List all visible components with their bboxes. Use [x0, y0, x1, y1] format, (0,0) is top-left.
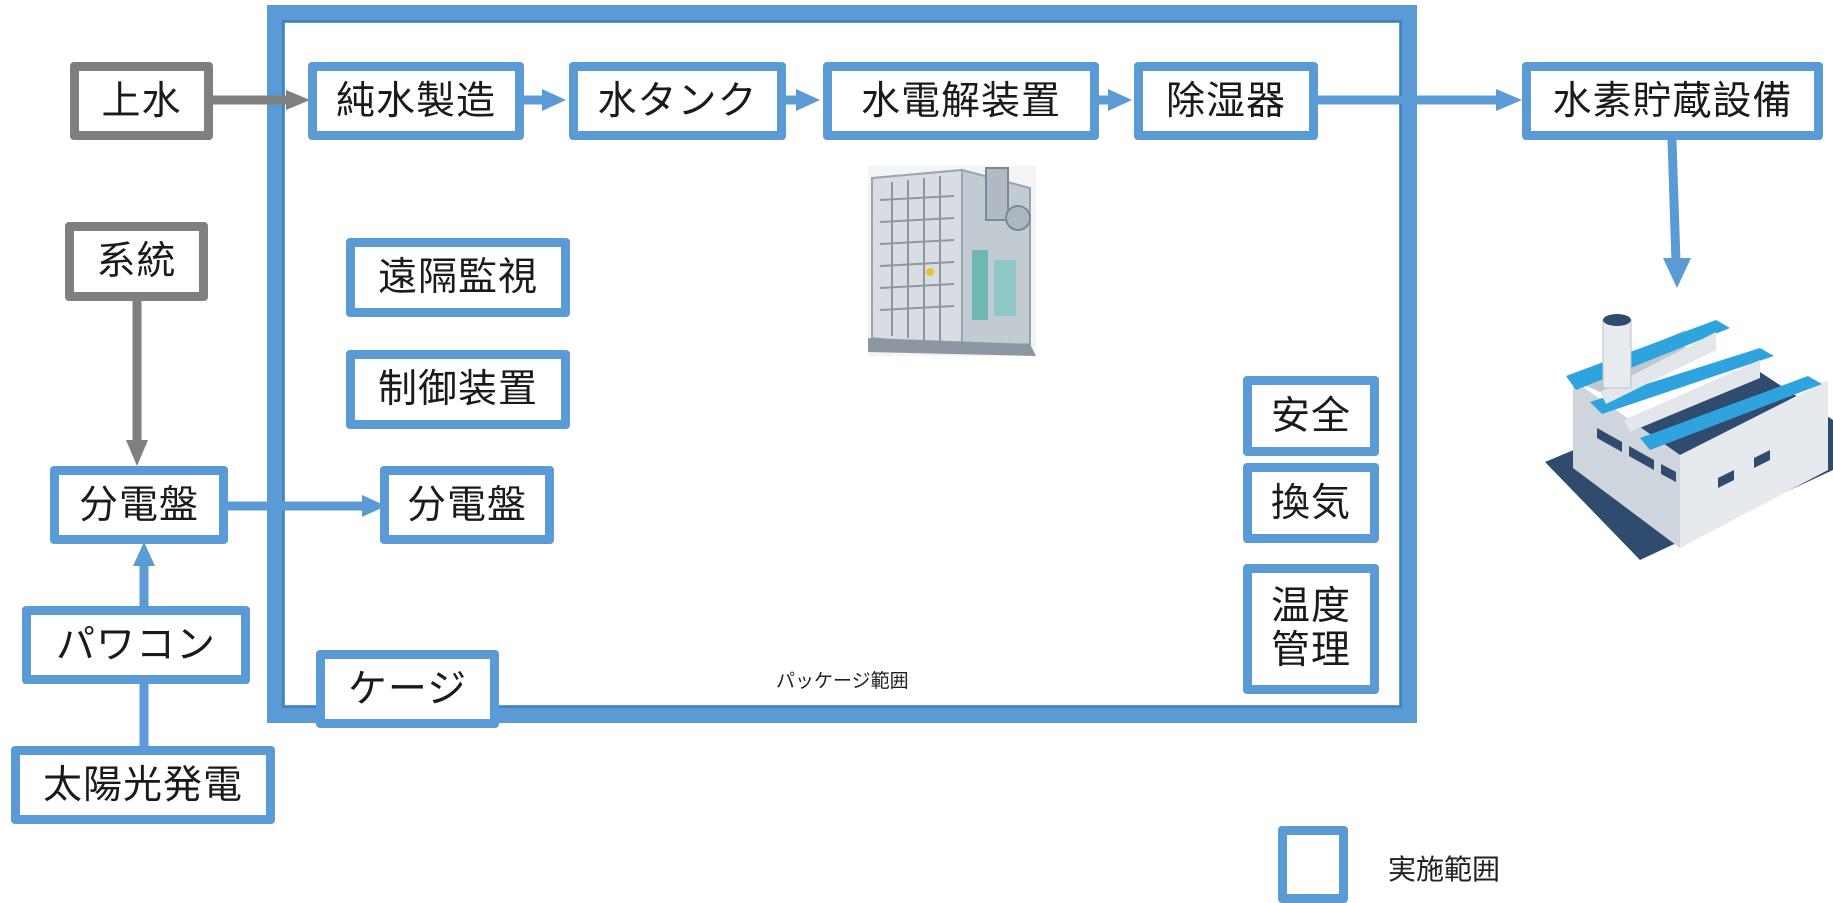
- panel-internal-label: 分電盤: [406, 482, 527, 528]
- solar-box: 太陽光発電: [11, 746, 275, 824]
- pure-water-label: 純水製造: [335, 78, 496, 124]
- pure-water-box: 純水製造: [308, 62, 524, 140]
- temperature-label-line2: 管理: [1270, 628, 1351, 673]
- arrow-storage-to-factory-line: [1667, 139, 1681, 263]
- package-frame: [267, 5, 1417, 723]
- control-unit-label: 制御装置: [377, 367, 538, 412]
- power-conditioner-box: パワコン: [22, 606, 250, 684]
- hydrogen-storage-box: 水素貯蔵設備: [1522, 62, 1823, 140]
- electrolyzer-label: 水電解装置: [860, 78, 1061, 124]
- water-tank-box: 水タンク: [569, 62, 786, 140]
- water-tank-label: 水タンク: [597, 78, 758, 124]
- panel-external-label: 分電盤: [78, 482, 199, 528]
- package-scope-label: パッケージ範囲: [776, 670, 909, 692]
- factory-icon: [1545, 314, 1833, 560]
- arrow-electrolyzer-to-dehumidifier-head: [1108, 89, 1132, 111]
- temperature-management-box: 温度 管理: [1243, 564, 1379, 694]
- arrow-pure-to-tank-head: [542, 89, 566, 111]
- ventilation-label: 換気: [1270, 480, 1351, 526]
- water-supply-box: 上水: [70, 62, 213, 140]
- water-supply-label: 上水: [101, 78, 182, 124]
- cage-box: ケージ: [316, 650, 499, 728]
- remote-monitoring-label: 遠隔監視: [377, 255, 538, 300]
- legend-swatch: [1278, 826, 1348, 903]
- legend-label: 実施範囲: [1388, 853, 1501, 886]
- arrow-grid-to-panel-head: [126, 440, 148, 466]
- ventilation-box: 換気: [1243, 463, 1379, 543]
- arrow-storage-to-factory-head: [1663, 258, 1691, 288]
- cage-label: ケージ: [347, 666, 468, 712]
- grid-label: 系統: [96, 239, 177, 284]
- grid-box: 系統: [65, 222, 208, 301]
- solar-label: 太陽光発電: [42, 762, 243, 808]
- temperature-label-line1: 温度: [1270, 584, 1351, 630]
- dehumidifier-label: 除湿器: [1165, 78, 1286, 124]
- arrow-panel-to-panel-head: [362, 495, 386, 517]
- package-frame-inner-line: [282, 20, 1402, 708]
- arrow-to-storage-head: [1496, 89, 1522, 111]
- control-unit-box: 制御装置: [346, 350, 570, 429]
- electrolyzer-box: 水電解装置: [823, 62, 1099, 140]
- safety-box: 安全: [1243, 376, 1379, 456]
- hydrogen-storage-label: 水素貯蔵設備: [1552, 78, 1793, 124]
- electrolyzer-unit-icon: [868, 166, 1036, 356]
- arrow-tank-to-electrolyzer-head: [796, 89, 820, 111]
- dehumidifier-box: 除湿器: [1134, 62, 1318, 140]
- safety-label: 安全: [1270, 393, 1351, 439]
- arrow-pcs-to-panel-head: [133, 542, 155, 566]
- remote-monitoring-box: 遠隔監視: [346, 238, 570, 317]
- arrow-water-supply-head: [286, 90, 310, 110]
- panel-box-external: 分電盤: [50, 466, 228, 544]
- power-conditioner-label: パワコン: [55, 622, 216, 668]
- panel-box-internal: 分電盤: [380, 466, 554, 544]
